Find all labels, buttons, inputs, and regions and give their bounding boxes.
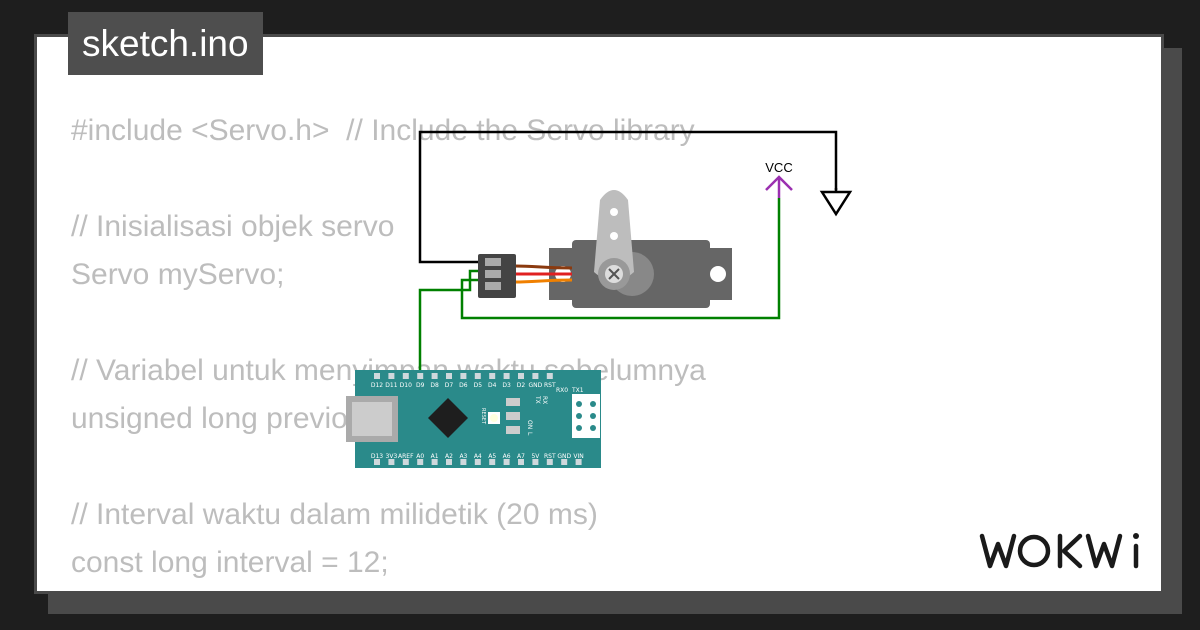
servo-connector — [478, 254, 516, 298]
board-pin — [518, 459, 524, 465]
vcc-label: VCC — [765, 160, 792, 175]
board-pin — [374, 373, 380, 379]
board-pin-label: RST — [544, 453, 556, 460]
board-pin-label: A5 — [488, 453, 496, 460]
board-pin-label: D13 — [371, 453, 383, 460]
board-pin-label: D8 — [430, 382, 439, 389]
board-pin-label: 3V3 — [386, 453, 398, 460]
board-pin-label: 5V — [531, 453, 540, 460]
board-pin — [388, 373, 395, 379]
board-pin — [489, 459, 496, 465]
signal-wire — [418, 269, 488, 378]
board-pin — [532, 459, 539, 465]
board-pin-label: D9 — [416, 382, 425, 389]
preview-card: #include <Servo.h> // Include the Servo … — [34, 34, 1164, 594]
board-pin-label: D11 — [385, 382, 397, 389]
board-pin-label: A2 — [445, 453, 453, 460]
board-pin-label: A4 — [474, 453, 482, 460]
board-pin — [417, 373, 424, 379]
microcontroller-chip — [428, 398, 468, 438]
servo-motor — [549, 190, 732, 308]
board-pin-label: A3 — [459, 453, 467, 460]
board-pin — [388, 459, 395, 465]
board-pin-label: GND — [557, 453, 571, 460]
board-pin — [374, 459, 380, 465]
tx-label: TX — [534, 395, 541, 404]
board-pin-label: D6 — [459, 382, 468, 389]
board-pin — [489, 373, 496, 379]
board-pin — [460, 459, 467, 465]
board-pin-label: D2 — [517, 382, 526, 389]
code-line: const long interval = 12; — [71, 546, 389, 579]
board-pin — [431, 373, 438, 379]
board-pin — [460, 373, 467, 379]
board-pin — [546, 459, 553, 465]
code-line: // Interval waktu dalam milidetik (20 ms… — [71, 498, 598, 531]
board-pin-label: A6 — [503, 453, 511, 460]
board-pin — [546, 373, 553, 379]
board-pin — [431, 459, 438, 465]
board-pin — [474, 373, 481, 379]
board-pin-label: AREF — [398, 453, 414, 460]
board-pin-label: D5 — [474, 382, 483, 389]
board-pin — [503, 373, 510, 379]
board-pin-label: A0 — [416, 453, 424, 460]
file-tab[interactable]: sketch.ino — [68, 12, 263, 75]
board-pin — [532, 373, 539, 379]
servo-cable — [514, 264, 573, 284]
rx-label: RX — [541, 396, 548, 404]
board-pin — [402, 459, 409, 465]
board-pin-label: D3 — [502, 382, 511, 389]
board-pin — [518, 373, 524, 379]
board-pin — [446, 459, 452, 465]
board-pin — [503, 459, 510, 465]
tx1-label: TX1 — [571, 387, 584, 394]
ground-wire — [418, 130, 838, 264]
l-label: L — [526, 432, 533, 436]
board-pin — [561, 459, 568, 465]
board-pin-label: D10 — [400, 382, 412, 389]
code-line: Servo myServo; — [71, 258, 285, 291]
on-label: ON — [526, 420, 533, 429]
board-pin-label: RST — [544, 382, 556, 389]
board-pin-label: D7 — [445, 382, 454, 389]
vcc-symbol: VCC — [765, 160, 793, 198]
board-pin-label: VIN — [573, 453, 583, 460]
ground-icon — [819, 188, 853, 217]
wokwi-logo — [979, 533, 1139, 569]
board-pin-label: A1 — [431, 453, 439, 460]
board-pin-label: GND — [529, 382, 543, 389]
code-line: // Inisialisasi objek servo — [71, 210, 395, 243]
board-pin — [474, 459, 481, 465]
board-pin — [417, 459, 424, 465]
board-pin — [575, 459, 582, 465]
reset-label: RESET — [480, 408, 486, 425]
board-pin-label: D4 — [488, 382, 497, 389]
code-editor: #include <Servo.h> // Include the Servo … — [71, 107, 706, 587]
code-line: #include <Servo.h> // Include the Servo … — [71, 114, 695, 147]
board-pin — [402, 373, 409, 379]
board-pin-label: D12 — [371, 382, 383, 389]
board-pin — [446, 373, 452, 379]
rx0-label: RX0 — [556, 387, 568, 394]
board-pin-label: A7 — [517, 453, 525, 460]
